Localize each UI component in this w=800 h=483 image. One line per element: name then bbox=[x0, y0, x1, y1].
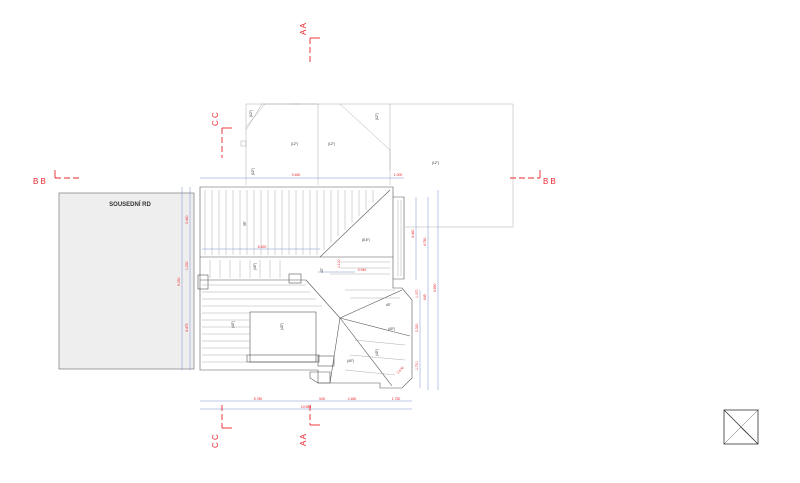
svg-text:6.520: 6.520 bbox=[258, 245, 267, 249]
main-roof-outline bbox=[197, 186, 413, 389]
section-marker-aa-top: A A bbox=[299, 22, 320, 65]
svg-text:4.440: 4.440 bbox=[411, 229, 415, 238]
svg-text:1.070: 1.070 bbox=[415, 289, 419, 298]
svg-text:9.250: 9.250 bbox=[177, 277, 181, 286]
svg-text:2.480: 2.480 bbox=[348, 397, 357, 401]
svg-text:5.780: 5.780 bbox=[254, 397, 263, 401]
svg-text:1.710: 1.710 bbox=[415, 361, 419, 370]
north-symbol bbox=[723, 409, 759, 445]
svg-text:2.330: 2.330 bbox=[415, 323, 419, 332]
svg-text:A A: A A bbox=[299, 22, 308, 35]
svg-text:C C: C C bbox=[211, 112, 220, 126]
svg-text:(40°): (40°) bbox=[388, 327, 395, 331]
svg-text:2.670: 2.670 bbox=[396, 366, 405, 375]
svg-text:B B: B B bbox=[543, 177, 556, 186]
section-marker-aa-bottom: A A bbox=[299, 405, 320, 446]
svg-text:1.230: 1.230 bbox=[185, 261, 189, 270]
svg-text:(12°): (12°) bbox=[249, 110, 253, 117]
svg-text:0.940: 0.940 bbox=[358, 268, 367, 272]
svg-text:10.980: 10.980 bbox=[301, 405, 311, 409]
svg-text:(40°): (40°) bbox=[375, 349, 379, 356]
section-marker-cc-bottom: C C bbox=[211, 405, 232, 448]
svg-text:(12°): (12°) bbox=[251, 168, 255, 175]
roof-hatching bbox=[202, 190, 406, 376]
section-marker-bb-left: B B bbox=[33, 170, 80, 186]
svg-text:1.000: 1.000 bbox=[394, 173, 403, 177]
svg-text:9.460: 9.460 bbox=[292, 173, 301, 177]
neighbor-house bbox=[58, 192, 195, 370]
svg-text:1.100: 1.100 bbox=[337, 259, 341, 268]
svg-text:40°: 40° bbox=[320, 267, 324, 273]
svg-text:545: 545 bbox=[319, 397, 325, 401]
neighbor-label: SOUSEDNÍ RD bbox=[109, 200, 151, 208]
dimension-values: 9.460 1.000 3.440 1.230 9.250 4.475 6.52… bbox=[177, 173, 437, 409]
svg-text:3.440: 3.440 bbox=[185, 215, 189, 224]
svg-text:C C: C C bbox=[211, 434, 220, 448]
svg-text:(40°): (40°) bbox=[253, 263, 257, 270]
svg-text:(40°): (40°) bbox=[347, 359, 354, 363]
svg-text:B B: B B bbox=[33, 177, 46, 186]
dimension-lines bbox=[181, 177, 439, 410]
svg-text:4.475: 4.475 bbox=[185, 323, 189, 332]
svg-text:(12°): (12°) bbox=[432, 161, 439, 165]
svg-text:A A: A A bbox=[299, 433, 308, 446]
svg-text:645: 645 bbox=[423, 294, 427, 300]
svg-text:35°: 35° bbox=[243, 220, 247, 226]
upper-roof-outline bbox=[240, 103, 514, 228]
roof-slope-labels: (12°) (12°) (12°) (12°) (12°) (12°) 35° … bbox=[231, 110, 439, 363]
svg-text:(12°): (12°) bbox=[291, 142, 298, 146]
svg-text:9.890: 9.890 bbox=[433, 283, 437, 292]
svg-text:4.780: 4.780 bbox=[423, 237, 427, 246]
section-marker-bb-right: B B bbox=[510, 170, 556, 186]
svg-text:(12°): (12°) bbox=[328, 142, 335, 146]
svg-text:(12°): (12°) bbox=[375, 113, 379, 120]
svg-text:1.750: 1.750 bbox=[392, 397, 401, 401]
section-marker-cc-top: C C bbox=[211, 112, 232, 158]
svg-text:(40°): (40°) bbox=[280, 323, 284, 330]
svg-text:(40°): (40°) bbox=[231, 321, 235, 328]
svg-text:40°: 40° bbox=[386, 303, 392, 307]
svg-text:(8,5°): (8,5°) bbox=[362, 238, 370, 242]
